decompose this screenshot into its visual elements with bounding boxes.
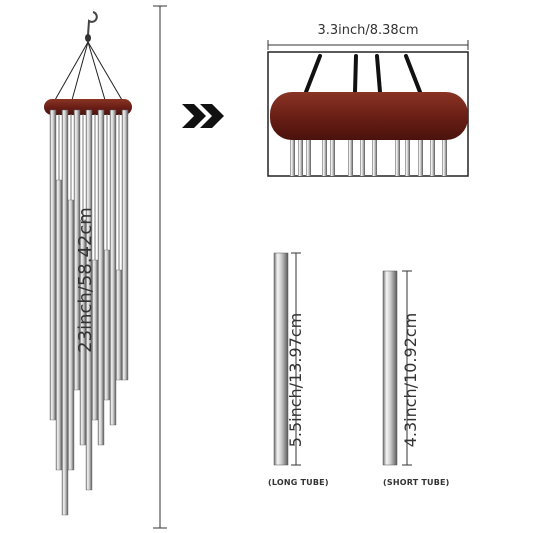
chime-tube-zoomed [330, 120, 335, 176]
chime-tube [49, 109, 57, 421]
wind-chime-full [44, 11, 132, 516]
chime-tube-zoomed [348, 120, 353, 176]
chime-tube-zoomed [322, 120, 327, 176]
short-tube-length-label: 4.3inch/10.92cm [401, 312, 420, 448]
chime-tube [103, 249, 111, 401]
chime-tube [67, 199, 75, 471]
total-length-dimension [153, 5, 167, 529]
hanging-cords [54, 41, 123, 101]
width-label: 3.3inch/8.38cm [317, 23, 419, 38]
chime-tubes [49, 109, 129, 516]
chime-tube [61, 109, 69, 516]
top-detail-zoom [267, 40, 469, 177]
long-tube-caption: (LONG TUBE) [268, 478, 329, 487]
double-chevron-right-icon [182, 104, 224, 128]
chime-tube-zoomed [442, 120, 447, 176]
chime-tube-zoomed [306, 120, 311, 176]
chime-tube [97, 109, 105, 446]
wooden-top-zoomed [270, 92, 468, 140]
chime-tube-zoomed [298, 120, 303, 176]
width-dimension [267, 40, 469, 50]
chime-tube [121, 109, 129, 381]
chime-tube-zoomed [430, 120, 435, 176]
short-tube-illustration [382, 270, 412, 466]
short-tube-caption: (SHORT TUBE) [383, 478, 450, 487]
chime-tube-zoomed [395, 120, 400, 176]
chime-tube [55, 179, 63, 471]
chime-tube [115, 269, 123, 381]
chime-tube-zoomed [360, 120, 365, 176]
chime-tube-zoomed [405, 120, 410, 176]
total-length-label: 23inch/58.42cm [75, 207, 96, 353]
chime-tube [109, 109, 117, 426]
hook-icon [85, 11, 98, 42]
chime-tube-zoomed [372, 120, 377, 176]
chime-tube-zoomed [418, 120, 423, 176]
chime-tube-zoomed [290, 120, 295, 176]
long-tube-length-label: 5.5inch/13.97cm [286, 312, 305, 448]
long-tube-illustration [273, 252, 301, 466]
